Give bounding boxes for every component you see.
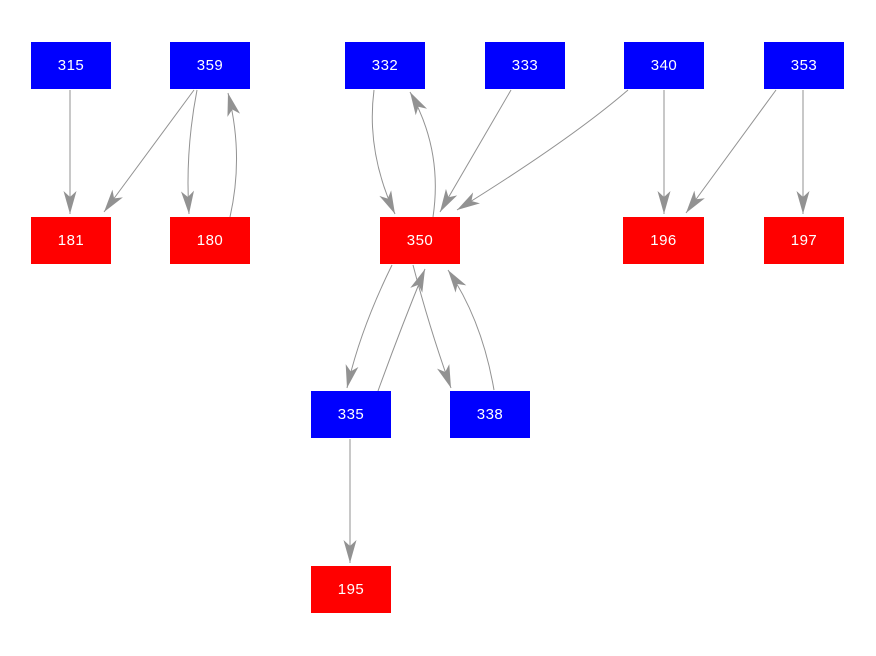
node-181[interactable]: 181 [31,217,111,264]
node-label: 196 [650,232,677,249]
node-332[interactable]: 332 [345,42,425,89]
node-196[interactable]: 196 [623,217,704,264]
edge-353-196 [685,89,777,214]
node-315[interactable]: 315 [31,42,111,89]
edge-arrowhead [457,192,480,210]
edge-arrowhead [181,190,195,214]
node-label: 340 [650,57,678,74]
node-label: 333 [511,57,539,74]
edge-350-332 [409,91,436,218]
edge-arrowhead [63,191,77,214]
edge-arrowhead [437,364,451,388]
edge-arrowhead [796,191,810,214]
edge-arrowhead [410,269,425,293]
edge-arrowhead [379,190,395,214]
edge-335-350 [377,268,426,392]
node-333[interactable]: 333 [485,42,565,89]
edge-arrowhead [227,93,241,117]
edge-350-335 [346,264,393,389]
node-338[interactable]: 338 [450,391,530,438]
node-180[interactable]: 180 [170,217,250,264]
node-353[interactable]: 353 [764,42,844,89]
edge-arrowhead [104,189,123,212]
edge-arrowhead [657,191,671,214]
node-label: 195 [337,581,365,598]
node-label: 197 [790,232,818,249]
edge-arrowhead [448,270,467,293]
node-label: 315 [57,57,85,74]
node-350[interactable]: 350 [380,217,460,264]
edge-arrowhead [343,540,357,563]
node-197[interactable]: 197 [764,217,844,264]
edge-arrowhead [410,92,428,116]
edge-333-350 [439,89,512,213]
node-label: 335 [337,406,365,423]
node-335[interactable]: 335 [311,391,391,438]
node-195[interactable]: 195 [311,566,391,613]
node-label: 338 [476,406,504,423]
edge-340-350 [456,89,629,211]
node-label: 181 [57,232,85,249]
node-label: 180 [196,232,224,249]
node-359[interactable]: 359 [170,42,250,89]
edge-arrowhead [345,364,359,388]
node-label: 353 [790,57,818,74]
node-label: 359 [196,57,224,74]
edge-arrowhead [686,190,705,213]
node-label: 350 [406,232,434,249]
edge-arrowhead [440,188,458,212]
node-label: 332 [371,57,399,74]
edge-359-181 [103,89,195,213]
node-340[interactable]: 340 [624,42,704,89]
